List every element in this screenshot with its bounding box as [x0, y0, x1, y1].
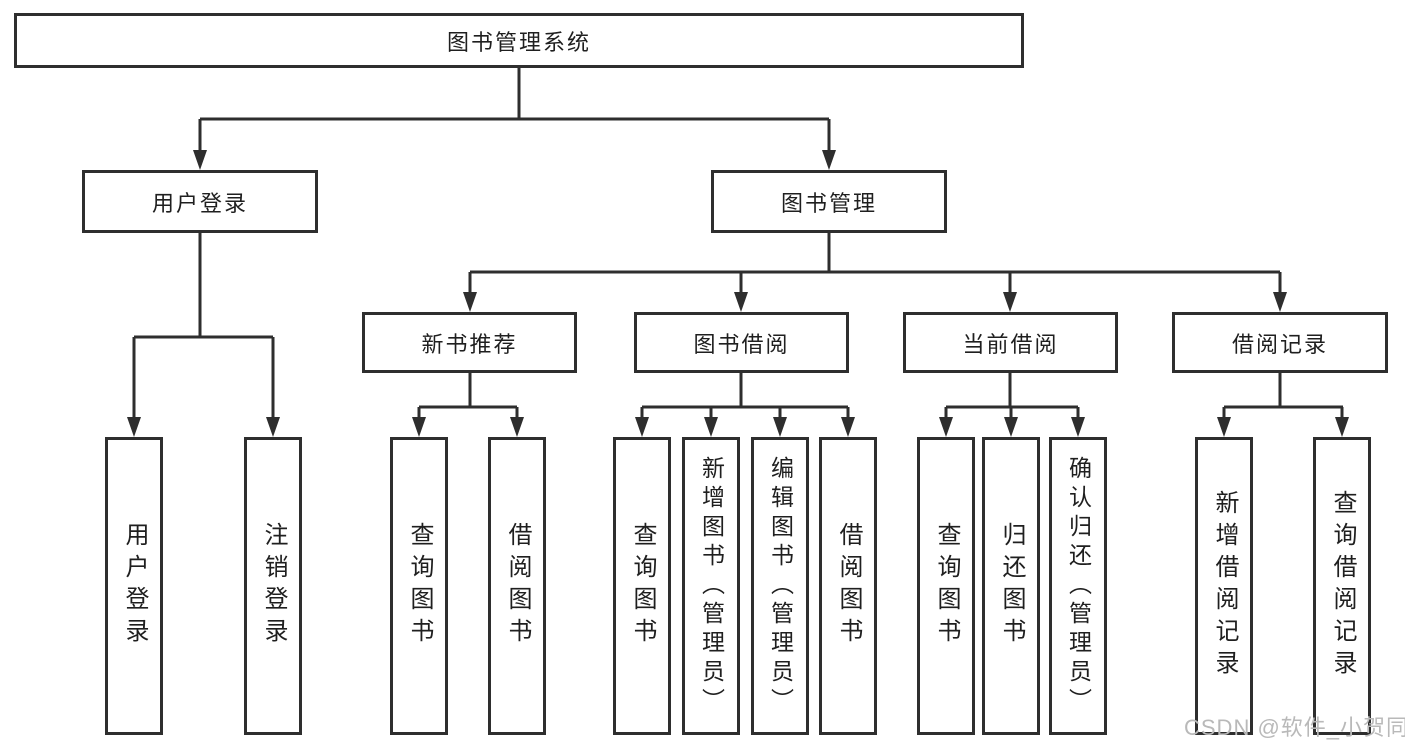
- leaf-bb-add-books-admin: 新增图书（管理员）: [682, 437, 740, 735]
- leaf-cb-return-books-label: 归还图书: [998, 522, 1025, 650]
- node-book-management-label: 图书管理: [780, 190, 877, 216]
- node-user-login: 用户登录: [82, 170, 318, 233]
- leaf-bb-edit-books-admin-label: 编辑图书（管理员）: [767, 455, 794, 717]
- node-new-book-recommend: 新书推荐: [362, 312, 577, 373]
- leaf-logout-label: 注销登录: [260, 522, 287, 650]
- node-book-borrowing: 图书借阅: [634, 312, 849, 373]
- leaf-bb-borrow-books: 借阅图书: [819, 437, 877, 735]
- csdn-watermark: CSDN @软件_小贺同学: [1184, 715, 1405, 740]
- leaf-logout: 注销登录: [244, 437, 302, 735]
- leaf-bb-query-books: 查询图书: [613, 437, 671, 735]
- leaf-br-query-record: 查询借阅记录: [1313, 437, 1371, 735]
- leaf-cb-confirm-return-admin: 确认归还（管理员）: [1049, 437, 1107, 735]
- leaf-br-add-record-label: 新增借阅记录: [1211, 490, 1238, 682]
- node-library-system: 图书管理系统: [14, 13, 1024, 68]
- leaf-bb-query-books-label: 查询图书: [629, 522, 656, 650]
- leaf-cb-return-books: 归还图书: [982, 437, 1040, 735]
- leaf-nb-borrow-books-label: 借阅图书: [504, 522, 531, 650]
- leaf-nb-query-books-label: 查询图书: [406, 522, 433, 650]
- leaf-bb-add-books-admin-label: 新增图书（管理员）: [698, 455, 725, 717]
- leaf-cb-query-books: 查询图书: [917, 437, 975, 735]
- leaf-user-login-label: 用户登录: [121, 522, 148, 650]
- leaf-nb-borrow-books: 借阅图书: [488, 437, 546, 735]
- leaf-bb-borrow-books-label: 借阅图书: [835, 522, 862, 650]
- node-book-borrowing-label: 图书借阅: [693, 331, 790, 357]
- node-library-system-label: 图书管理系统: [446, 29, 591, 55]
- leaf-cb-query-books-label: 查询图书: [933, 522, 960, 650]
- leaf-bb-edit-books-admin: 编辑图书（管理员）: [751, 437, 809, 735]
- leaf-nb-query-books: 查询图书: [390, 437, 448, 735]
- node-borrowing-records-label: 借阅记录: [1231, 331, 1328, 357]
- node-new-book-recommend-label: 新书推荐: [421, 331, 518, 357]
- node-current-borrowing: 当前借阅: [903, 312, 1118, 373]
- node-user-login-label: 用户登录: [151, 190, 248, 216]
- connector-lines: [132, 68, 1344, 421]
- leaf-br-query-record-label: 查询借阅记录: [1329, 490, 1356, 682]
- leaf-user-login: 用户登录: [105, 437, 163, 735]
- node-current-borrowing-label: 当前借阅: [962, 331, 1059, 357]
- leaf-cb-confirm-return-admin-label: 确认归还（管理员）: [1065, 455, 1092, 717]
- arrowheads: [127, 150, 1349, 437]
- leaf-br-add-record: 新增借阅记录: [1195, 437, 1253, 735]
- node-book-management: 图书管理: [711, 170, 947, 233]
- node-borrowing-records: 借阅记录: [1172, 312, 1388, 373]
